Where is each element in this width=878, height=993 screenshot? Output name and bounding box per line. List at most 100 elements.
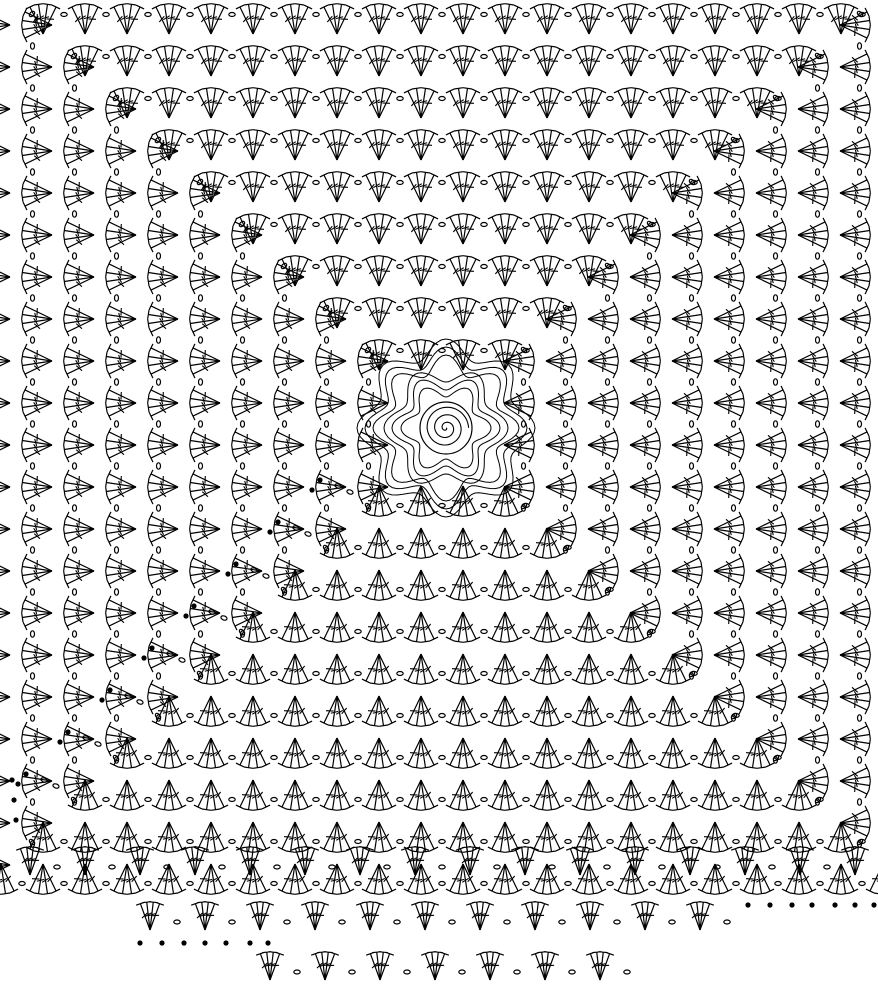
double-crochet-stitch: [590, 902, 604, 930]
chain-stitch: [115, 127, 119, 133]
chain-stitch: [858, 379, 862, 385]
chain-stitch: [229, 55, 235, 59]
chain-stitch: [229, 97, 235, 101]
double-crochet-stitch: [0, 260, 10, 277]
slip-stitch: [23, 771, 28, 776]
chain-stitch: [690, 253, 694, 259]
chain-stitch: [690, 379, 694, 385]
double-crochet-stitch: [0, 487, 10, 504]
chain-stitch: [397, 181, 403, 185]
chain-stitch: [565, 223, 571, 227]
chain-stitch: [115, 169, 119, 175]
chain-stitch: [565, 798, 571, 802]
chain-stitch: [397, 223, 403, 227]
chain-stitch: [31, 589, 35, 595]
chain-stitch: [816, 295, 820, 301]
chain-stitch: [103, 55, 109, 59]
chain-stitch: [564, 505, 568, 511]
chain-stitch: [241, 421, 245, 427]
chain-stitch: [607, 840, 613, 844]
slip-stitch: [247, 940, 252, 945]
chain-stitch: [858, 127, 862, 133]
chain-stitch: [271, 630, 277, 634]
chain-stitch: [157, 169, 161, 175]
chain-stitch: [565, 672, 571, 676]
double-crochet-stitch: [0, 344, 10, 361]
chain-stitch: [690, 337, 694, 343]
chain-stitch: [339, 920, 345, 924]
chain-stitch: [229, 920, 235, 924]
chain-stitch: [481, 630, 487, 634]
chain-stitch: [115, 589, 119, 595]
chain-stitch: [271, 181, 277, 185]
chain-stitch: [624, 970, 630, 974]
chain-stitch: [271, 714, 277, 718]
chain-stitch: [178, 657, 185, 663]
chain-stitch: [858, 505, 862, 511]
chain-stitch: [397, 840, 403, 844]
chain-stitch: [355, 13, 361, 17]
chain-stitch: [115, 631, 119, 637]
chain-stitch: [565, 630, 571, 634]
chain-stitch: [481, 307, 487, 311]
slip-stitch: [265, 940, 270, 945]
chain-stitch: [649, 756, 655, 760]
chain-stitch: [690, 589, 694, 595]
chain-stitch: [229, 756, 235, 760]
chain-stitch: [481, 223, 487, 227]
slip-stitch: [11, 797, 16, 802]
chain-stitch: [565, 588, 571, 592]
chain-stitch: [313, 13, 319, 17]
chain-stitch: [523, 840, 529, 844]
chain-stitch: [439, 882, 445, 886]
chain-stitch: [325, 505, 329, 511]
chain-stitch: [774, 631, 778, 637]
double-crochet-stitch: [0, 739, 10, 756]
chain-stitch: [774, 589, 778, 595]
chain-stitch: [648, 337, 652, 343]
chain-stitch: [816, 547, 820, 553]
chain-stitch: [397, 798, 403, 802]
chain-stitch: [565, 714, 571, 718]
chain-stitch: [313, 882, 319, 886]
chain-stitch: [481, 546, 487, 550]
chain-stitch: [523, 97, 529, 101]
chain-stitch: [772, 754, 779, 761]
chain-stitch: [858, 211, 862, 217]
chain-stitch: [614, 920, 620, 924]
chain-stitch: [313, 672, 319, 676]
chain-stitch: [816, 127, 820, 133]
chain-stitch: [648, 379, 652, 385]
chain-stitch: [523, 265, 529, 269]
double-crochet-stitch: [0, 613, 10, 630]
chain-stitch: [648, 295, 652, 301]
chain-stitch: [220, 615, 227, 621]
chain-stitch: [346, 489, 353, 495]
chain-stitch: [607, 223, 613, 227]
chain-stitch: [774, 715, 778, 721]
double-crochet-stitch: [0, 25, 10, 42]
chain-stitch: [103, 13, 109, 17]
chain-stitch: [404, 970, 410, 974]
chain-stitch: [61, 840, 67, 844]
chain-stitch: [648, 505, 652, 511]
chain-stitch: [145, 55, 151, 59]
chain-stitch: [816, 337, 820, 343]
chain-stitch: [732, 589, 736, 595]
chain-stitch: [824, 865, 830, 869]
chain-stitch: [523, 882, 529, 886]
chain-stitch: [523, 672, 529, 676]
chain-stitch: [355, 97, 361, 101]
chain-stitch: [397, 55, 403, 59]
slip-stitch: [223, 940, 228, 945]
chain-stitch: [858, 673, 862, 679]
chain-stitch: [313, 223, 319, 227]
double-crochet-stitch: [855, 847, 869, 875]
chain-stitch: [157, 505, 161, 511]
chain-stitch: [355, 756, 361, 760]
double-crochet-stitch: [0, 50, 10, 67]
double-crochet-stitch: [535, 902, 549, 930]
chain-stitch: [481, 97, 487, 101]
chain-stitch: [481, 349, 487, 353]
slip-stitch-path: [9, 477, 876, 945]
